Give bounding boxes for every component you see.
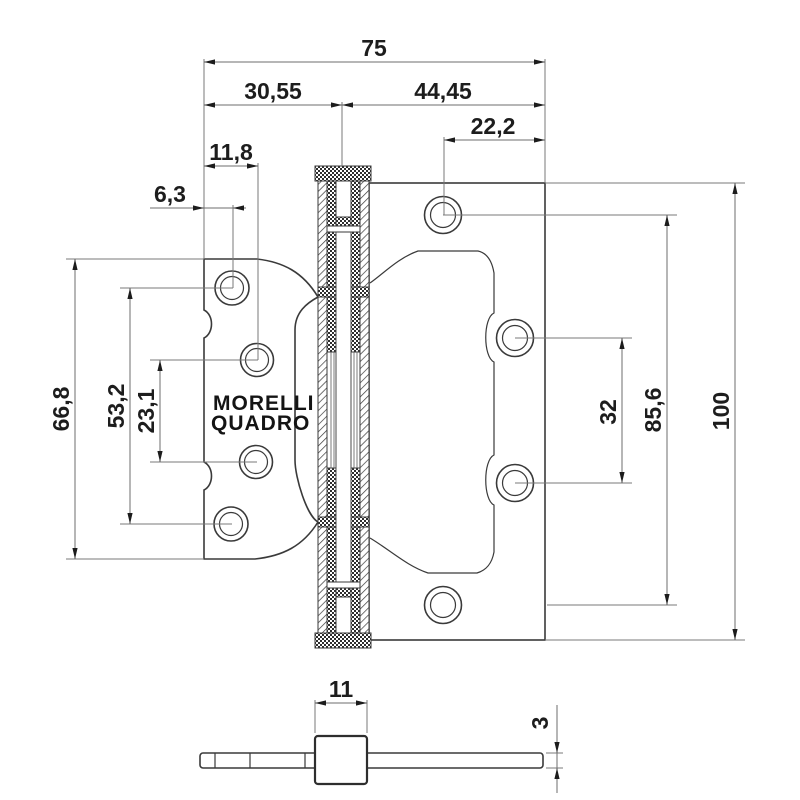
knuckle-joint-band	[350, 286, 370, 298]
arrowhead	[72, 548, 78, 559]
bushing-strip	[326, 231, 337, 288]
dim-left-hole-col1: 6,3	[150, 181, 246, 211]
knuckle-profile	[313, 734, 369, 786]
pin-slot-bottom	[335, 596, 352, 634]
dim-right-inner-holes: 32	[595, 338, 625, 483]
arrowhead	[534, 102, 545, 108]
arrowhead	[315, 700, 326, 706]
dim-label: 32	[595, 399, 621, 425]
dim-label: 30,55	[244, 78, 302, 104]
dim-label: 22,2	[471, 113, 516, 139]
washer-top	[326, 225, 361, 233]
arrowhead	[127, 288, 133, 299]
arrowhead	[554, 768, 560, 779]
bottom-knuckle-arm	[326, 587, 337, 634]
pin-slot-top	[335, 180, 352, 218]
dim-right-outer-holes: 85,6	[640, 215, 670, 605]
arrowhead	[619, 338, 625, 349]
dim-label: 23,1	[133, 388, 159, 433]
arrowhead	[342, 102, 353, 108]
bushing-strip	[326, 467, 337, 518]
arrowhead	[247, 163, 258, 169]
bushing-strip	[350, 526, 361, 583]
knuckle-joint-band	[350, 516, 370, 528]
dim-label: 100	[708, 392, 734, 430]
arrowhead	[204, 163, 215, 169]
left-leaf: MORELLI QUADRO	[203, 258, 320, 560]
arrowhead	[664, 594, 670, 605]
dim-left-hole-col2: 11,8	[204, 139, 258, 169]
dim-label: 6,3	[154, 181, 186, 207]
top-knuckle-arm	[326, 180, 337, 227]
top-knuckle-arm	[350, 180, 361, 227]
dim-left-leaf-height: 66,8	[48, 259, 78, 559]
arrowhead	[204, 102, 215, 108]
leaf-profile-bar	[199, 752, 544, 769]
arrowhead	[534, 137, 545, 143]
arrowhead	[444, 137, 455, 143]
arrowhead	[554, 742, 560, 753]
bushing-strip	[350, 467, 361, 518]
right-leaf	[368, 182, 546, 641]
arrowhead	[157, 451, 163, 462]
dim-leaf-thickness: 3	[527, 705, 560, 793]
bottom-knuckle-arm	[350, 587, 361, 634]
arrowhead	[534, 59, 545, 65]
dimensions-profile: 11 3	[314, 676, 563, 793]
bushing-strip	[326, 526, 337, 583]
dim-left-outer-holes: 53,2	[103, 288, 133, 524]
knuckle-joint-band	[317, 286, 337, 298]
dim-knuckle-width: 11	[315, 676, 367, 706]
dim-label: 11	[329, 676, 354, 702]
screw-hole-inner	[429, 591, 457, 619]
bottom-knuckle-base	[335, 587, 352, 598]
brand-name-line1: MORELLI	[213, 392, 315, 415]
dim-label: 11,8	[209, 139, 253, 165]
right-leaf-outline	[368, 182, 546, 641]
arrowhead	[204, 59, 215, 65]
front-view: MORELLI QUADRO	[48, 35, 745, 649]
hinge-barrel-section	[314, 165, 372, 649]
bushing-strip	[326, 296, 337, 353]
brand-name-line2: QUADRO	[211, 412, 310, 435]
arrowhead	[193, 205, 204, 211]
knuckle-joint-band	[317, 516, 337, 528]
dim-total-width: 75	[204, 35, 545, 65]
screw-hole	[423, 585, 463, 625]
dim-label: 44,45	[414, 78, 472, 104]
arrowhead	[356, 700, 367, 706]
barrel-wall-right	[359, 180, 370, 634]
washer-bottom	[326, 581, 361, 589]
pin-cap-top	[314, 165, 372, 182]
arrowhead	[619, 472, 625, 483]
dimensions-front: 75 30,55 44,45 22,2	[48, 35, 745, 641]
arrowhead	[331, 102, 342, 108]
arrowhead	[664, 215, 670, 226]
arrowhead	[732, 629, 738, 640]
dim-right-hole-inset: 22,2	[444, 113, 545, 143]
pin-cap-bottom	[314, 632, 372, 649]
dim-label: 66,8	[48, 386, 74, 431]
barrel-wall-left	[317, 180, 328, 634]
dim-label: 75	[361, 35, 387, 61]
arrowhead	[233, 205, 244, 211]
arrowhead	[732, 183, 738, 194]
arrowhead	[157, 360, 163, 371]
bottom-profile-view: 11 3	[199, 676, 563, 793]
right-leaf-inner-contour	[369, 250, 495, 574]
bushing-strip	[350, 296, 361, 353]
bushing-strip	[350, 231, 361, 288]
top-knuckle-base	[335, 216, 352, 227]
dim-label: 3	[527, 717, 553, 730]
dim-right-leaf-height: 100	[708, 183, 738, 640]
dim-leaf-widths: 30,55 44,45	[204, 78, 545, 108]
arrowhead	[127, 513, 133, 524]
dim-label: 53,2	[103, 384, 129, 429]
arrowhead	[72, 259, 78, 270]
dim-label: 85,6	[640, 388, 666, 433]
dim-left-inner-holes: 23,1	[133, 360, 163, 462]
